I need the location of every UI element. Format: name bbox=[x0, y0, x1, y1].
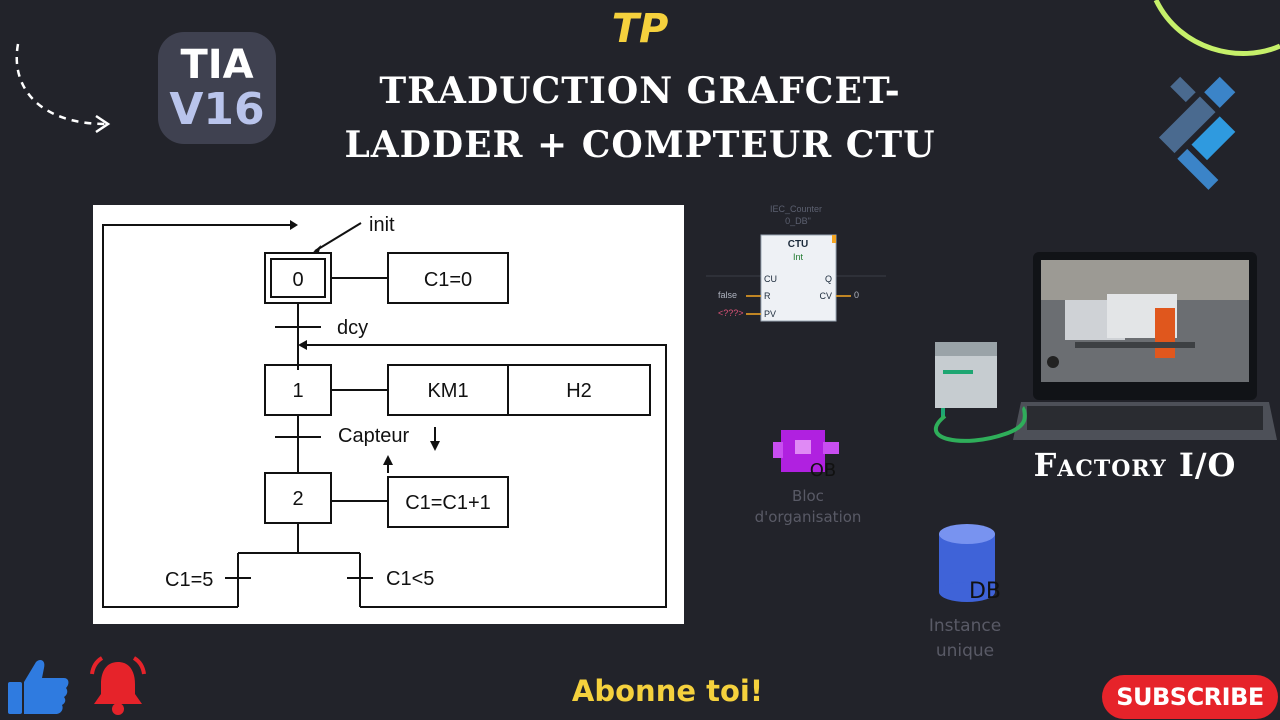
factory-io-label: Factory I/O bbox=[1033, 446, 1237, 484]
tia-v16-badge: TIA V16 bbox=[158, 32, 276, 144]
db-caption: Instance unique bbox=[905, 614, 1025, 664]
database-icon: DB bbox=[939, 524, 1001, 604]
decorative-arc-icon bbox=[1153, 0, 1280, 56]
ctu-input-pv: PV bbox=[764, 309, 776, 319]
action-km1: KM1 bbox=[427, 380, 468, 402]
thumbs-up-icon[interactable] bbox=[6, 656, 70, 716]
page-title: TRADUCTION GRAFCET- LADDER + COMPTEUR CT… bbox=[330, 64, 950, 172]
action-step0: C1=0 bbox=[424, 269, 472, 291]
tia-badge-line2: V16 bbox=[169, 84, 265, 135]
action-h2: H2 bbox=[566, 380, 592, 402]
step-0-label: 0 bbox=[292, 269, 303, 291]
ctu-title: CTU bbox=[788, 239, 809, 250]
db-caption-line2: unique bbox=[935, 641, 995, 661]
ob-caption-line1: Bloc bbox=[792, 487, 824, 505]
transition-dcy: dcy bbox=[337, 317, 368, 339]
tp-heading: TP bbox=[611, 6, 669, 52]
transition-capteur: Capteur bbox=[338, 425, 409, 447]
bell-icon[interactable] bbox=[88, 656, 148, 718]
ctu-counter-block: IEC_Counter 0_DB" CTU Int CU R PV Q CV f… bbox=[706, 200, 886, 330]
dashed-arrow-icon bbox=[15, 43, 111, 134]
transition-c1-eq-5: C1=5 bbox=[165, 569, 213, 591]
ob-caption-line2: d'organisation bbox=[754, 508, 862, 526]
ob-caption: Bloc d'organisation bbox=[740, 486, 876, 528]
subscribe-button[interactable]: SUBSCRIBE bbox=[1102, 675, 1278, 719]
ctu-input-r: R bbox=[764, 291, 771, 301]
channel-logo-icon bbox=[1158, 76, 1236, 190]
step-2-label: 2 bbox=[292, 488, 303, 510]
init-label: init bbox=[369, 214, 395, 236]
title-line-1: TRADUCTION GRAFCET- bbox=[379, 70, 901, 112]
ctu-output-cv: CV bbox=[819, 291, 832, 301]
db-caption-line1: Instance bbox=[928, 616, 1002, 636]
ob-badge: OB bbox=[810, 460, 837, 481]
ctu-db-name: IEC_Counter bbox=[770, 204, 822, 214]
ctu-type: Int bbox=[793, 252, 804, 262]
subscribe-call-text: Abonne toi! bbox=[571, 674, 764, 708]
ctu-cv-value: 0 bbox=[854, 290, 859, 300]
transition-c1-lt-5: C1<5 bbox=[386, 568, 434, 590]
db-badge: DB bbox=[969, 579, 1001, 604]
action-step2: C1=C1+1 bbox=[405, 492, 491, 514]
ctu-r-value: false bbox=[718, 290, 737, 300]
organization-block-icon: OB bbox=[773, 430, 839, 481]
tia-badge-line1: TIA bbox=[180, 42, 254, 88]
ctu-db-sub: 0_DB" bbox=[785, 216, 811, 226]
ctu-output-q: Q bbox=[825, 274, 832, 284]
ctu-pv-value: <???> bbox=[718, 308, 744, 318]
grafcet-diagram: init 0 1 2 C1=0 KM1 H2 C1=C1+1 dcy Capte… bbox=[93, 205, 684, 624]
plc-laptop-illustration bbox=[934, 252, 1277, 443]
step-1-label: 1 bbox=[292, 380, 303, 402]
title-line-2: LADDER + COMPTEUR CTU bbox=[344, 124, 936, 166]
ctu-input-cu: CU bbox=[764, 274, 777, 284]
